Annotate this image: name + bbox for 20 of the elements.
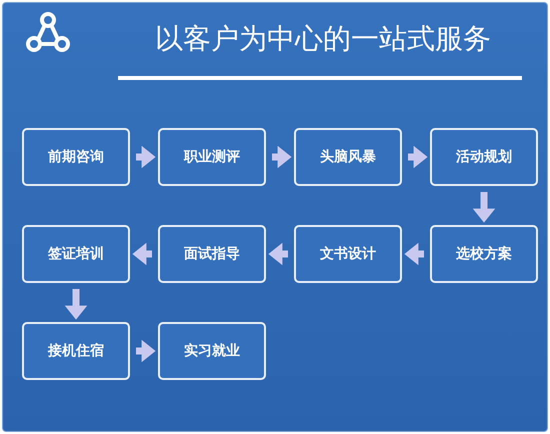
arrow [272, 146, 292, 168]
process-box: 面试指导 [158, 225, 266, 283]
process-box: 文书设计 [294, 225, 402, 283]
arrow [268, 242, 288, 266]
arrow [472, 192, 496, 223]
process-box: 头脑风暴 [294, 128, 402, 186]
process-box: 接机住宿 [22, 322, 130, 380]
arrow [404, 242, 424, 266]
arrow [136, 340, 156, 362]
process-box: 选校方案 [430, 225, 538, 283]
arrow [136, 146, 156, 168]
arrow [132, 242, 152, 266]
process-box: 前期咨询 [22, 128, 130, 186]
process-box: 职业测评 [158, 128, 266, 186]
arrow [64, 289, 88, 320]
process-box: 签证培训 [22, 225, 130, 283]
process-box: 实习就业 [158, 322, 266, 380]
arrow [408, 146, 428, 168]
process-box: 活动规划 [430, 128, 538, 186]
title: 以客户为中心的一站式服务 [154, 21, 492, 57]
